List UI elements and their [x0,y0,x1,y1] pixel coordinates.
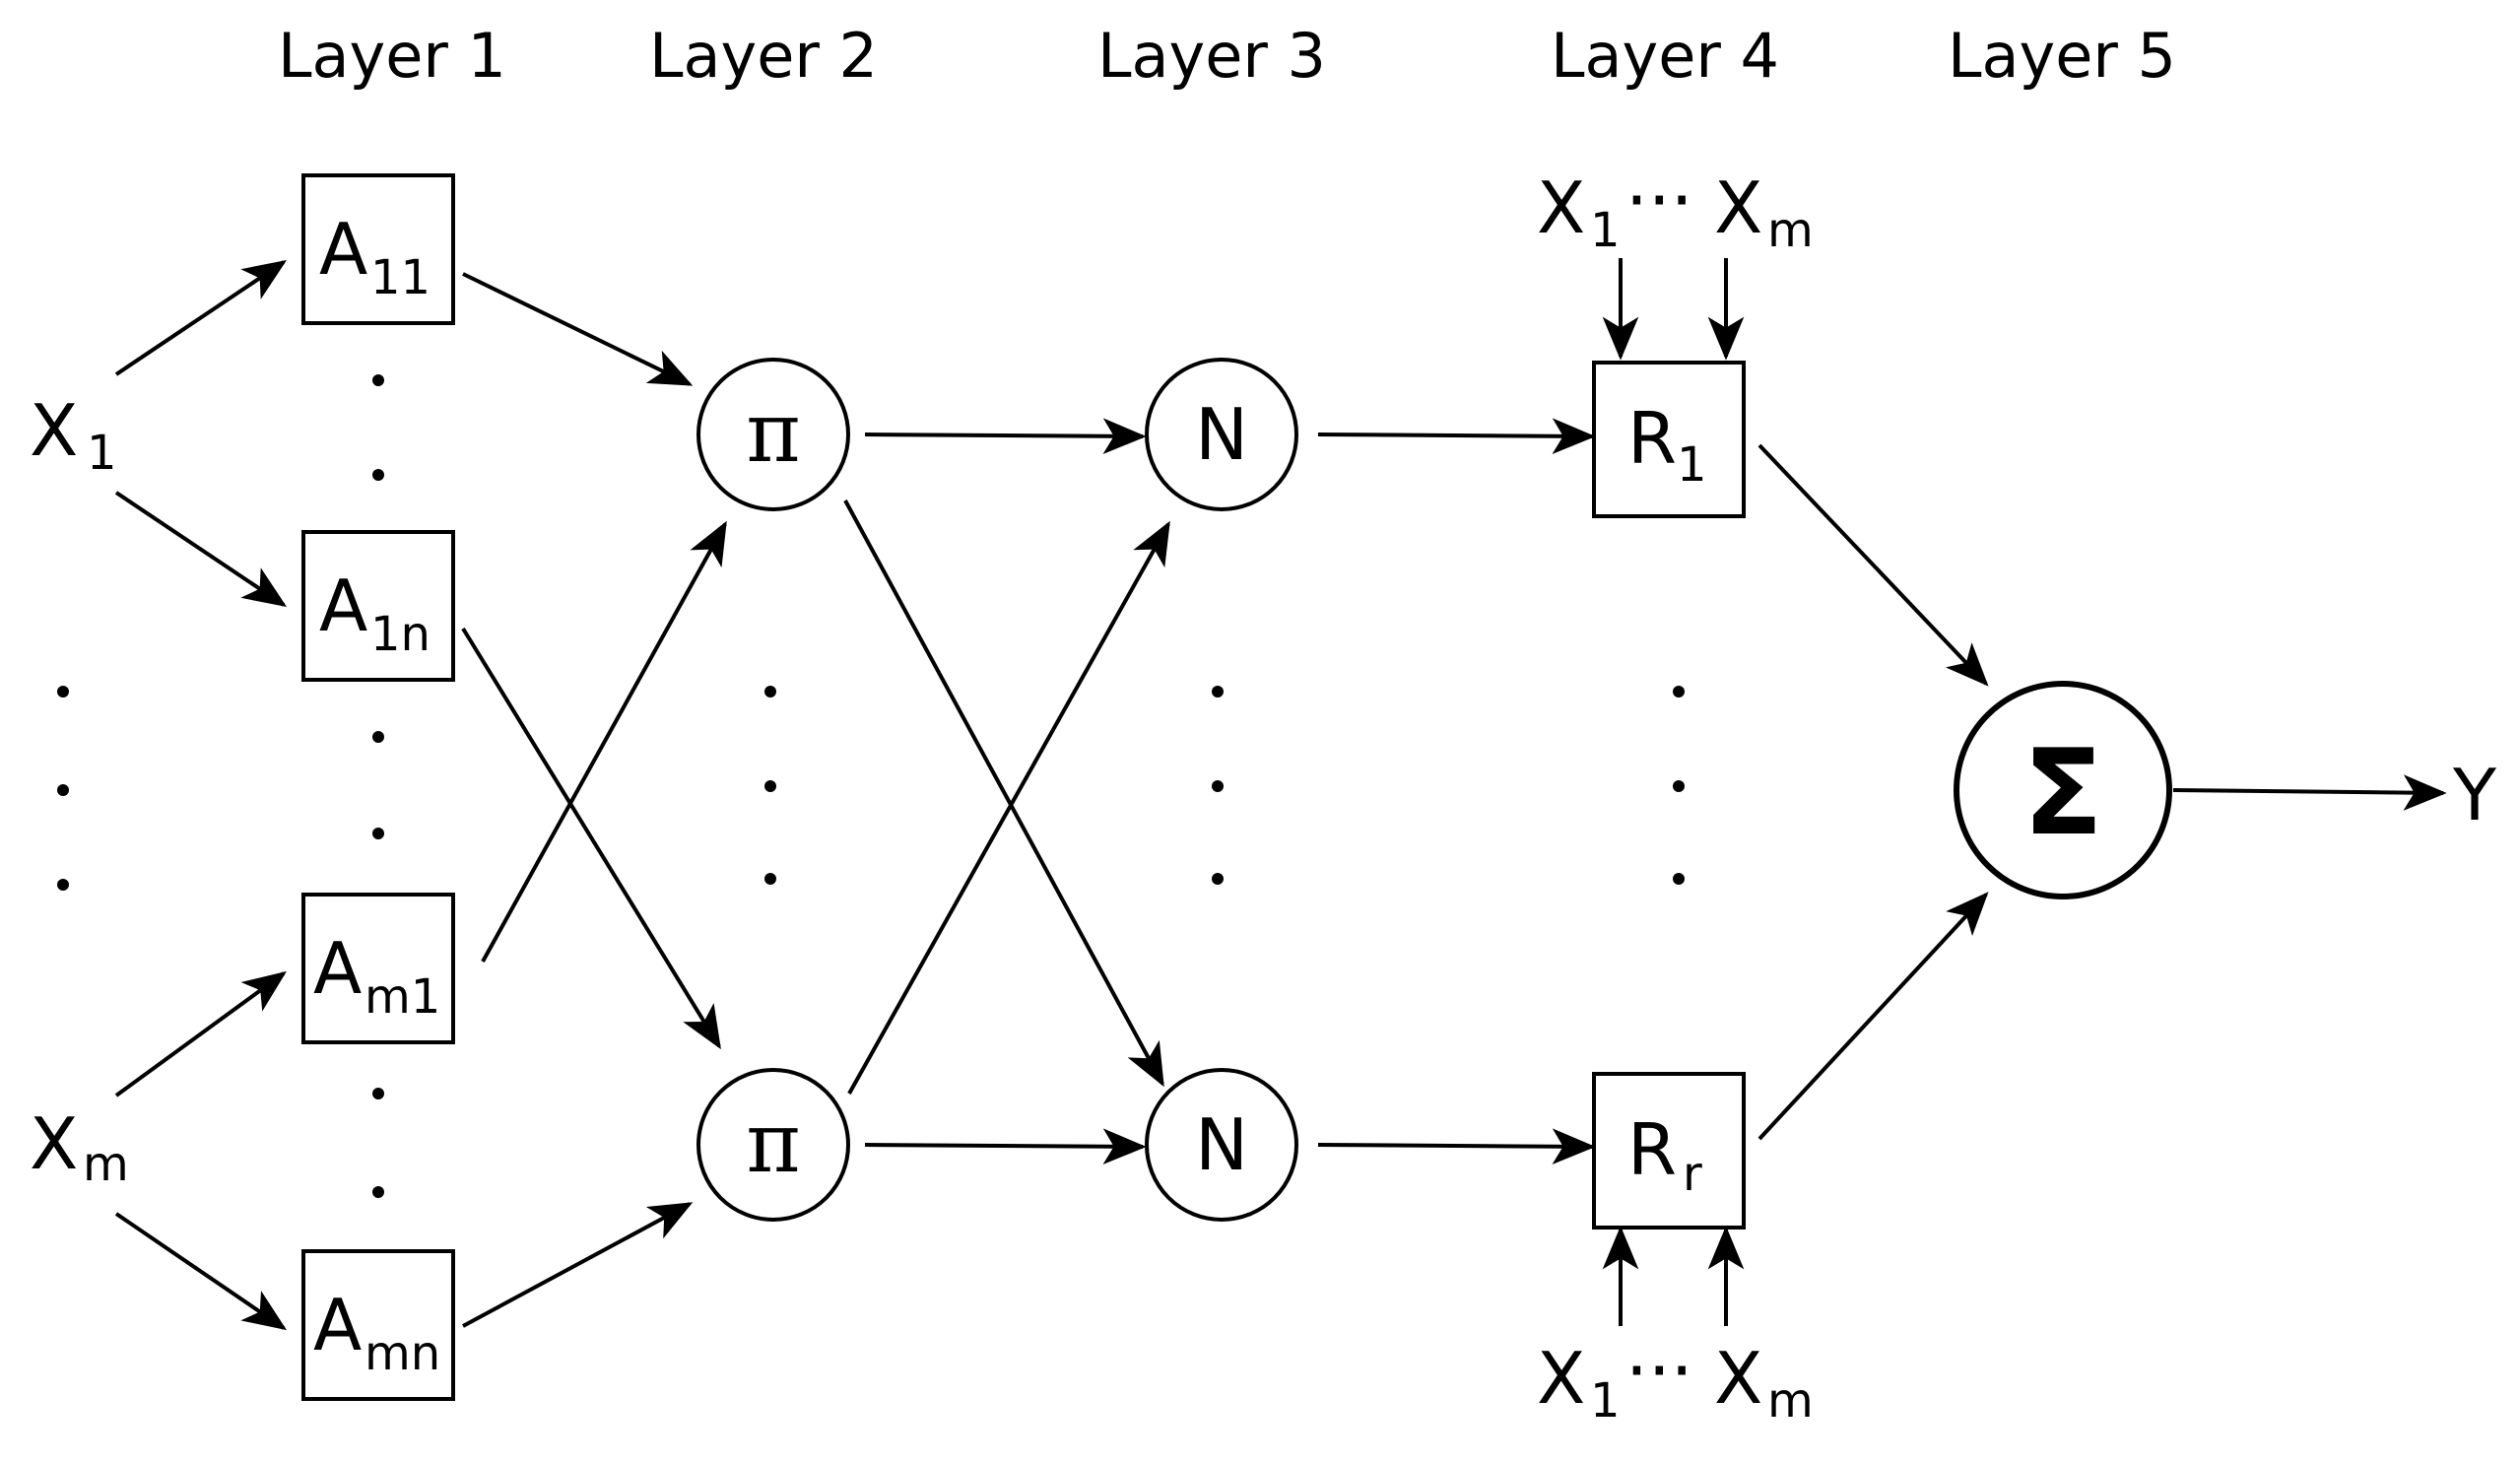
node-a11-sub: 11 [370,250,431,305]
rr-input-last-main: X [1714,1337,1762,1420]
node-r1: R 1 [1592,361,1746,518]
edge-am1-pi-top [481,520,727,963]
rr-input-first-sub: 1 [1590,1373,1621,1429]
node-rr-sub: r [1683,1147,1702,1202]
node-a11-main: A [319,208,367,291]
node-pi-top-label: π [746,384,800,481]
r1-input-ellipsis: ··· [1625,159,1693,241]
layer-3-label: Layer 3 [1097,20,1326,92]
input-x1-main: X [30,389,78,472]
r1-input-last-sub: m [1767,203,1814,258]
node-n-bottom-label: N [1195,1103,1248,1186]
r1-inputs-label: X 1 ··· X m [1537,159,1814,258]
edge-n-top-r1 [1317,418,1596,455]
node-rr: R r [1592,1072,1746,1230]
node-pi-bottom: π [696,1068,850,1222]
edge-r1-sum [1757,443,1989,687]
layer-4-label: Layer 4 [1551,20,1779,92]
node-r1-main: R [1627,397,1677,480]
edge-x1-a1n [114,491,288,608]
rr-input-last-sub: m [1767,1373,1814,1429]
output-y-label: Y [2452,754,2497,836]
node-sum-label: Σ [2023,725,2103,862]
edge-pi-bottom-n-top [847,520,1170,1095]
node-n-bottom: N [1145,1068,1298,1222]
edge-xm-am1 [114,970,287,1097]
node-amn-main: A [313,1284,362,1366]
layer3-ellipsis [1212,686,1224,885]
input-x1: X 1 [30,389,117,481]
rr-input-first-main: X [1537,1337,1585,1420]
edge-amn-pi-bottom [462,1202,694,1328]
node-pi-top: π [696,358,850,511]
edge-a11-pi-top [462,272,694,386]
edge-sum-output [2172,774,2447,811]
node-a1n-sub: 1n [370,607,431,662]
layer-2-label: Layer 2 [649,20,878,92]
layer-5-label: Layer 5 [1948,20,2176,92]
edge-xm-amn [114,1212,288,1331]
node-am1: A m1 [301,893,455,1044]
edge-pi-top-n-bottom [843,499,1164,1088]
edge-pi-bottom-n-bottom [864,1128,1147,1165]
node-a11: A 11 [301,173,455,325]
layer4-ellipsis [1673,686,1685,885]
r1-input-first-main: X [1537,166,1585,249]
layer-1-label: Layer 1 [278,20,506,92]
input-xm-sub: m [83,1137,129,1192]
edge-pi-top-n-top [864,418,1147,455]
node-amn-sub: mn [365,1326,440,1381]
layer2-ellipsis [764,686,776,885]
input-xm-main: X [30,1102,78,1185]
r1-input-last-main: X [1714,166,1762,249]
node-pi-bottom-label: π [746,1095,800,1191]
rr-inputs-label: X 1 ··· X m [1537,1329,1814,1429]
node-a1n-main: A [319,565,367,647]
node-a1n: A 1n [301,530,455,682]
r1-input-first-sub: 1 [1590,203,1621,258]
edge-n-bottom-rr [1317,1128,1596,1165]
node-r1-sub: 1 [1677,437,1707,493]
node-amn: A mn [301,1249,455,1401]
node-sum: Σ [1954,681,2172,899]
node-am1-main: A [313,927,362,1010]
input-ellipsis [57,686,69,891]
layer1-ellipsis [372,374,384,1198]
rr-input-ellipsis: ··· [1625,1329,1693,1412]
input-xm: X m [30,1102,129,1192]
node-am1-sub: m1 [365,969,440,1025]
node-n-top: N [1145,358,1298,511]
node-rr-main: R [1627,1108,1677,1191]
edge-rr-sum [1757,892,1989,1141]
edge-x1-a11 [114,259,288,376]
edge-a1n-pi-bottom [461,627,721,1050]
node-n-top-label: N [1195,393,1248,476]
input-x1-sub: 1 [87,426,117,481]
